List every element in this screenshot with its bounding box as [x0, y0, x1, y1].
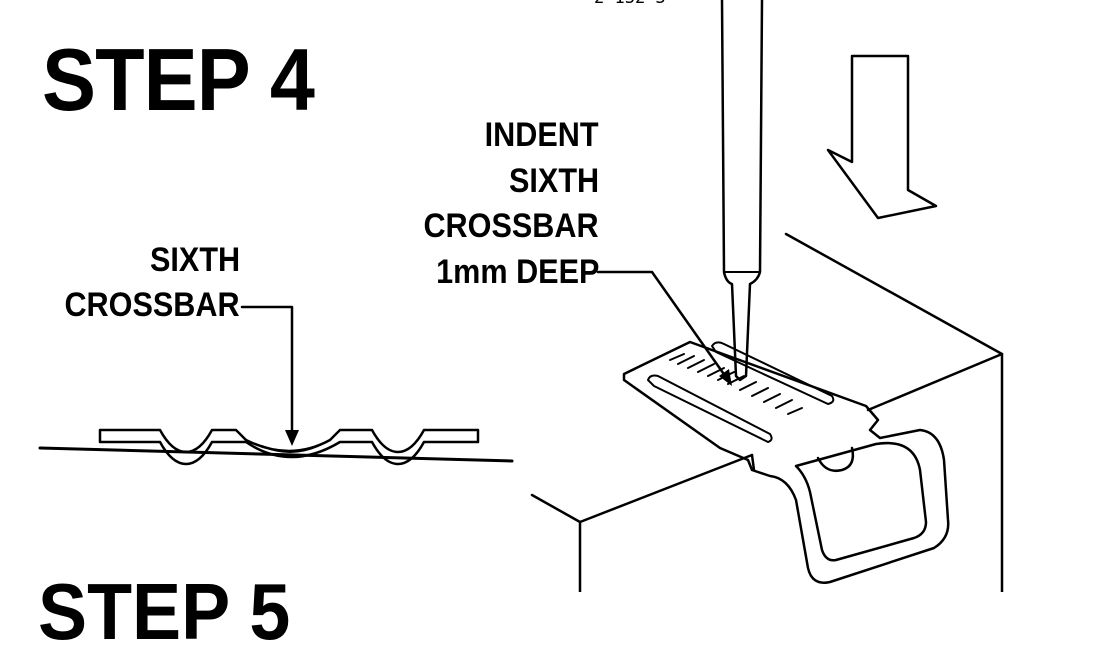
retainer-notch: [816, 446, 855, 472]
down-arrow-icon: [826, 54, 938, 220]
indent-label-line4: 1mm DEEP: [435, 253, 599, 291]
retainer-slot-front: [647, 374, 773, 443]
retainer-plate: [622, 340, 950, 584]
crossbar-slots: [669, 353, 803, 415]
document-code: 2-132-3: [594, 0, 666, 7]
perspective-view: [530, 0, 1004, 592]
block-top-edge: [578, 453, 754, 524]
indent-leader-arrowhead: [719, 369, 732, 386]
indenting-tool: [720, 0, 764, 382]
diagram-canvas: [38, 0, 1004, 592]
indent-label-line3: CROSSBAR: [423, 207, 599, 245]
block-outline: [530, 493, 582, 592]
block-top-rear: [866, 352, 1004, 412]
sixth-crossbar-label-line1: SIXTH: [149, 241, 240, 279]
retainer-loop-opening: [794, 441, 928, 562]
retainer-slot-rear: [711, 341, 835, 405]
block-shoulder: [750, 453, 756, 472]
retainer-cross-section: [98, 428, 480, 466]
side-view: [38, 305, 514, 466]
indent-leader: [596, 270, 730, 382]
sixth-crossbar-label-line2: CROSSBAR: [64, 286, 240, 324]
indent-label-line2: SIXTH: [508, 162, 599, 200]
leader-arrowhead: [285, 430, 299, 446]
step-title: STEP 4: [42, 30, 315, 129]
next-step-title: STEP 5: [38, 567, 291, 656]
indent-label-line1: INDENT: [485, 116, 599, 154]
indent-mark: [261, 445, 319, 453]
sixth-crossbar-leader: [240, 305, 294, 434]
